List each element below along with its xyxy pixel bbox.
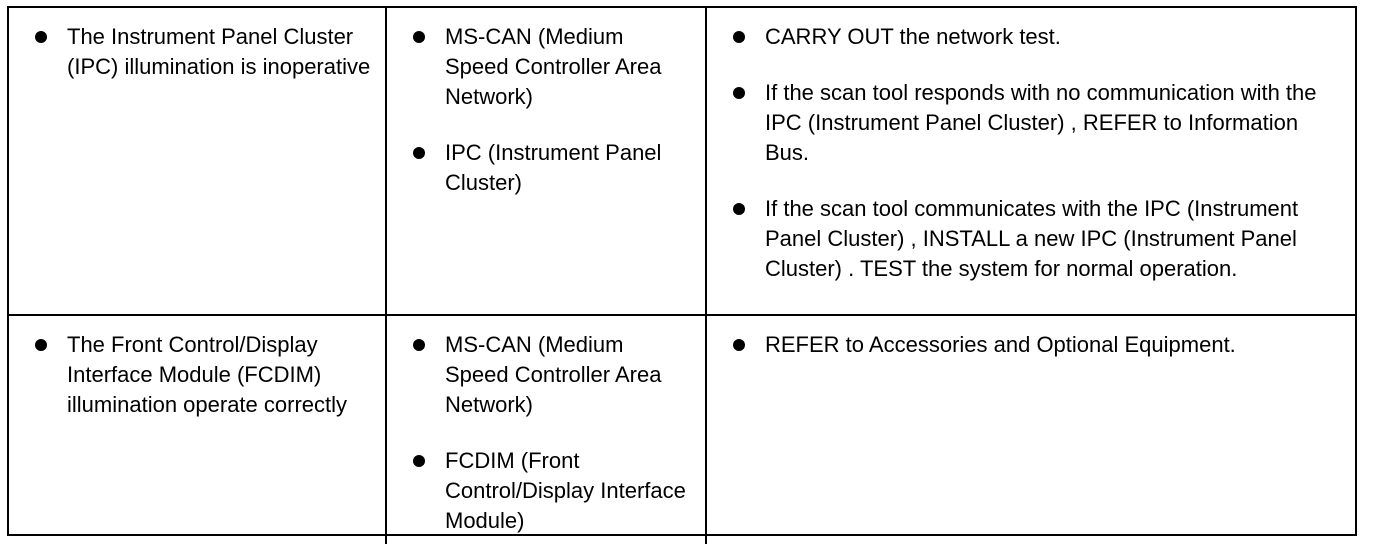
list-item: The Instrument Panel Cluster (IPC) illum… [29, 22, 373, 82]
action-list: CARRY OUT the network test. If the scan … [727, 22, 1343, 284]
bullet-icon [413, 147, 425, 159]
bullet-icon [413, 455, 425, 467]
bullet-icon [733, 203, 745, 215]
action-text: If the scan tool responds with no commun… [765, 80, 1317, 165]
list-item: CARRY OUT the network test. [727, 22, 1343, 52]
source-cell: MS-CAN (Medium Speed Controller Area Net… [385, 314, 707, 544]
bullet-icon [733, 87, 745, 99]
list-item: The Front Control/Display Interface Modu… [29, 330, 373, 420]
source-list: MS-CAN (Medium Speed Controller Area Net… [407, 330, 693, 536]
condition-list: The Instrument Panel Cluster (IPC) illum… [29, 22, 373, 82]
action-cell: REFER to Accessories and Optional Equipm… [705, 314, 1355, 544]
condition-text: The Instrument Panel Cluster (IPC) illum… [67, 24, 371, 79]
bullet-icon [35, 339, 47, 351]
list-item: IPC (Instrument Panel Cluster) [407, 138, 693, 198]
source-cell: MS-CAN (Medium Speed Controller Area Net… [385, 8, 707, 316]
symptom-chart-table: The Instrument Panel Cluster (IPC) illum… [9, 8, 1355, 544]
bullet-icon [35, 31, 47, 43]
bullet-icon [733, 339, 745, 351]
action-list: REFER to Accessories and Optional Equipm… [727, 330, 1343, 360]
source-text: IPC (Instrument Panel Cluster) [445, 140, 662, 195]
source-list: MS-CAN (Medium Speed Controller Area Net… [407, 22, 693, 198]
bullet-icon [413, 339, 425, 351]
list-item: If the scan tool responds with no commun… [727, 78, 1343, 168]
condition-cell: The Instrument Panel Cluster (IPC) illum… [9, 8, 387, 316]
list-item: REFER to Accessories and Optional Equipm… [727, 330, 1343, 360]
source-text: FCDIM (Front Control/Display Interface M… [445, 448, 686, 533]
action-text: CARRY OUT the network test. [765, 24, 1061, 49]
action-text: REFER to Accessories and Optional Equipm… [765, 332, 1236, 357]
bullet-icon [413, 31, 425, 43]
action-text: If the scan tool communicates with the I… [765, 196, 1299, 281]
list-item: MS-CAN (Medium Speed Controller Area Net… [407, 22, 693, 112]
bullet-icon [733, 31, 745, 43]
condition-text: The Front Control/Display Interface Modu… [67, 332, 348, 417]
table-row: The Instrument Panel Cluster (IPC) illum… [9, 8, 1355, 316]
diagnostic-table-sheet: The Instrument Panel Cluster (IPC) illum… [7, 6, 1357, 544]
condition-list: The Front Control/Display Interface Modu… [29, 330, 373, 420]
action-cell: CARRY OUT the network test. If the scan … [705, 8, 1355, 316]
list-item: MS-CAN (Medium Speed Controller Area Net… [407, 330, 693, 420]
source-text: MS-CAN (Medium Speed Controller Area Net… [445, 24, 662, 109]
condition-cell: The Front Control/Display Interface Modu… [9, 314, 387, 544]
list-item: FCDIM (Front Control/Display Interface M… [407, 446, 693, 536]
list-item: If the scan tool communicates with the I… [727, 194, 1343, 284]
source-text: MS-CAN (Medium Speed Controller Area Net… [445, 332, 662, 417]
table-row: The Front Control/Display Interface Modu… [9, 314, 1355, 544]
